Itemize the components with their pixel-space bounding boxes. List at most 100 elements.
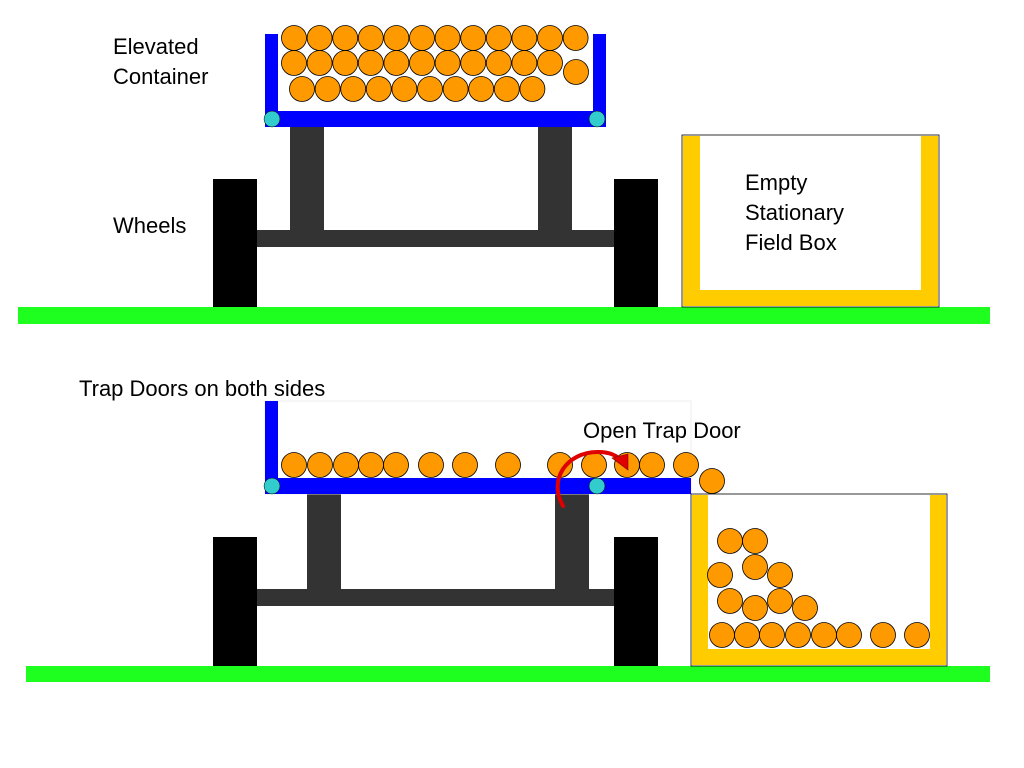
fruit-ball xyxy=(870,622,896,648)
fruit-ball xyxy=(391,76,418,102)
container-left-wall xyxy=(265,34,278,127)
fruit-ball xyxy=(904,622,930,648)
fruit-ball xyxy=(281,452,307,478)
container-left-wall-bottom xyxy=(265,401,278,494)
empty-field-box xyxy=(681,134,940,308)
empty-field-box-label: Empty Stationary Field Box xyxy=(745,168,844,258)
fruit-ball xyxy=(581,452,607,478)
field-box-right-wall-bottom xyxy=(930,495,946,665)
fruit-ball xyxy=(434,50,461,76)
fruit-ball xyxy=(767,562,793,588)
fruit-ball xyxy=(563,59,589,85)
fruit-ball xyxy=(452,452,478,478)
fruit-ball xyxy=(767,588,793,614)
fruit-ball xyxy=(409,25,435,51)
fruit-row-bottom xyxy=(281,452,699,478)
fruit-ball xyxy=(836,622,862,648)
fruit-ball xyxy=(742,554,768,580)
fruit-ball xyxy=(333,452,359,478)
fruit-ball xyxy=(709,622,735,648)
fruit-in-box xyxy=(707,528,930,648)
right-post-bottom xyxy=(555,494,589,589)
fruit-ball xyxy=(383,452,409,478)
fruit-ball xyxy=(357,50,384,76)
fruit-ball xyxy=(811,622,837,648)
field-box-right-wall xyxy=(921,136,938,306)
fruit-ball xyxy=(707,562,733,588)
axle xyxy=(257,230,614,247)
trap-doors-label: Trap Doors on both sides xyxy=(79,376,326,401)
fruit-ball xyxy=(460,50,487,76)
fruit-ball xyxy=(785,622,811,648)
fruit-ball xyxy=(792,595,818,621)
right-post xyxy=(538,127,572,230)
fruit-ball xyxy=(409,50,435,76)
fruit-ball xyxy=(442,76,469,102)
ground-bottom xyxy=(26,666,990,682)
fruit-ball xyxy=(383,25,410,51)
fruit-ball xyxy=(495,452,521,478)
left-wheel xyxy=(213,179,257,307)
field-box-floor xyxy=(683,290,938,306)
hinge-left-bottom xyxy=(263,477,281,495)
fruit-ball xyxy=(511,25,538,51)
scene-loaded-container xyxy=(18,25,990,324)
field-box-outline xyxy=(681,134,940,308)
field-box-left-wall-bottom xyxy=(692,495,708,665)
fruit-ball xyxy=(519,76,546,102)
empty-field-box-label-line: Empty xyxy=(745,170,808,195)
fruit-ball xyxy=(639,452,665,478)
fruit-ball xyxy=(511,50,538,76)
fruit-ball xyxy=(281,25,307,51)
open-door-arrow xyxy=(555,449,629,508)
fruit-ball xyxy=(562,25,589,51)
field-box-left-wall xyxy=(683,136,700,306)
fruit-ball xyxy=(468,76,495,102)
fruit-ball xyxy=(306,25,333,51)
left-post-bottom xyxy=(307,494,341,589)
fruit-ball xyxy=(460,25,487,51)
empty-field-box-label-line: Field Box xyxy=(745,230,837,255)
open-trap-door-label: Open Trap Door xyxy=(583,418,741,443)
fruit-ball xyxy=(734,622,760,648)
fruit-ball xyxy=(742,528,768,554)
elevated-container xyxy=(265,34,606,127)
fruit-ball xyxy=(289,76,315,102)
container-right-wall xyxy=(593,34,606,127)
fruit-load-top xyxy=(281,25,589,102)
right-wheel-bottom xyxy=(614,537,658,666)
hinge-right xyxy=(588,110,606,128)
fruit-ball xyxy=(742,595,768,621)
fruit-ball xyxy=(759,622,785,648)
fruit-ball xyxy=(307,452,333,478)
container-floor xyxy=(265,111,606,127)
fruit-ball xyxy=(485,50,512,76)
axle-bottom xyxy=(257,589,614,606)
fruit-ball xyxy=(434,25,461,51)
fruit-ball xyxy=(314,76,341,102)
elevated-container-label-line: Elevated xyxy=(113,34,199,59)
right-wheel xyxy=(614,179,658,307)
fruit-ball xyxy=(537,50,563,76)
fruit-ball xyxy=(717,588,743,614)
fruit-ball xyxy=(383,50,410,76)
fruit-ball xyxy=(365,76,392,102)
elevated-container-label: Elevated Container xyxy=(113,32,208,92)
fruit-ball xyxy=(358,452,384,478)
fruit-ball xyxy=(717,528,743,554)
fruit-ball xyxy=(357,25,384,51)
left-post xyxy=(290,127,324,230)
fruit-ball xyxy=(673,452,699,478)
hinge-left xyxy=(263,110,281,128)
fruit-ball xyxy=(485,25,512,51)
hinge-right-bottom xyxy=(588,477,606,495)
container-open xyxy=(264,400,692,495)
fruit-ball xyxy=(332,50,359,76)
fruit-ball xyxy=(340,76,367,102)
fruit-ball xyxy=(281,50,307,76)
arrow-head-icon xyxy=(611,453,629,471)
fruit-ball xyxy=(332,25,359,51)
fruit-ball xyxy=(417,76,443,102)
container-floor-bottom xyxy=(265,478,691,494)
ground-top xyxy=(18,307,990,324)
